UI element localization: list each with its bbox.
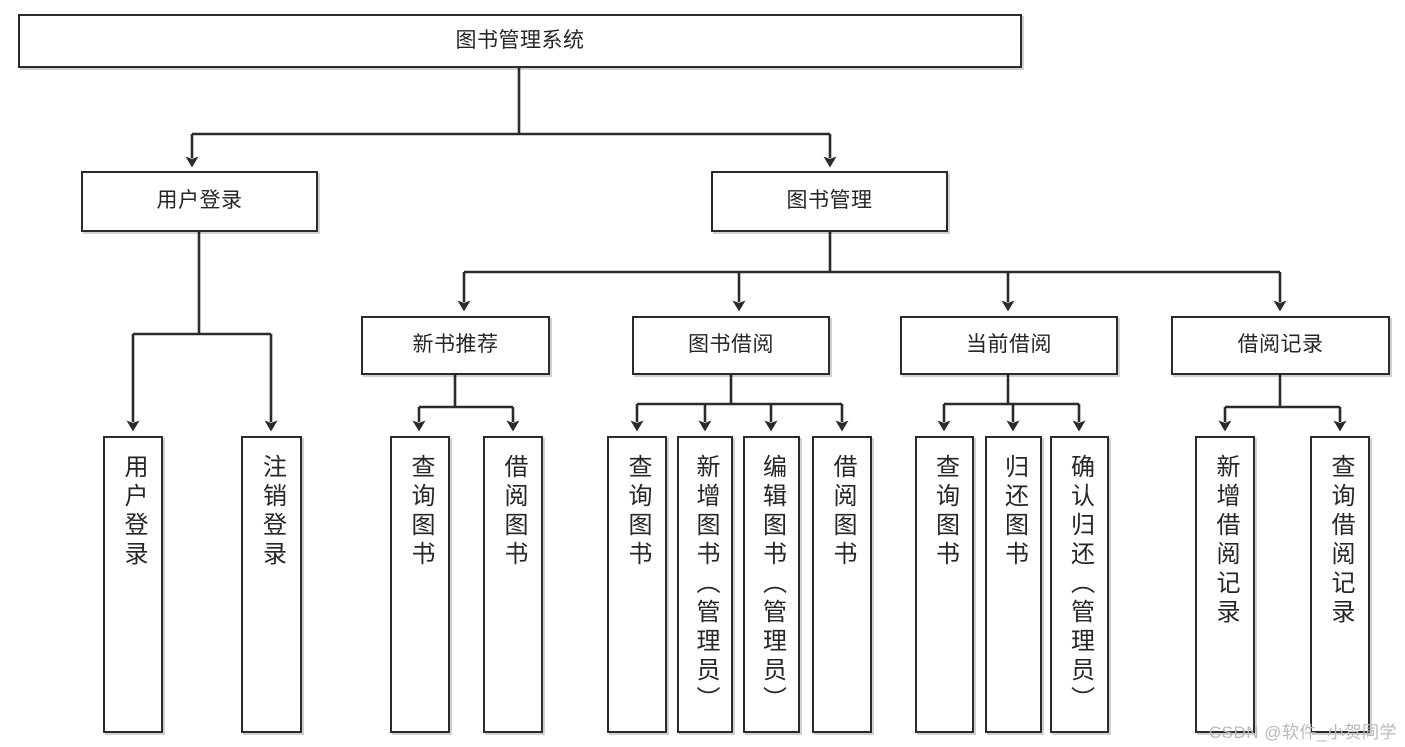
- node-new-book-rec[interactable]: 新书推荐: [361, 316, 550, 375]
- node-leaf-query-record[interactable]: 查询借阅记录: [1310, 436, 1370, 733]
- node-leaf-add-record[interactable]: 新增借阅记录: [1195, 436, 1255, 733]
- node-leaf-logout-label: 注销登录: [258, 454, 286, 570]
- node-leaf-query-book-1-label: 查询图书: [407, 454, 434, 570]
- node-book-borrow[interactable]: 图书借阅: [632, 316, 830, 375]
- node-leaf-query-book-3-label: 查询图书: [931, 454, 959, 570]
- node-leaf-logout[interactable]: 注销登录: [241, 436, 302, 733]
- node-leaf-query-book-1[interactable]: 查询图书: [390, 436, 450, 733]
- node-leaf-query-record-label: 查询借阅记录: [1327, 454, 1354, 628]
- node-leaf-add-book[interactable]: 新增图书（管理员）: [677, 436, 733, 733]
- node-leaf-edit-book[interactable]: 编辑图书（管理员）: [743, 436, 800, 733]
- node-root-label: 图书管理系统: [455, 28, 585, 52]
- node-leaf-return-book[interactable]: 归还图书: [985, 436, 1042, 733]
- node-borrow-record[interactable]: 借阅记录: [1171, 316, 1390, 375]
- node-leaf-query-book-2[interactable]: 查询图书: [607, 436, 667, 733]
- node-user-login-label: 用户登录: [156, 189, 243, 213]
- node-new-book-rec-label: 新书推荐: [412, 333, 499, 357]
- node-leaf-add-book-label: 新增图书（管理员）: [692, 454, 719, 715]
- watermark-text: CSDN @软件_小贺同学: [1208, 723, 1397, 742]
- node-leaf-confirm-return-label: 确认归还（管理员）: [1066, 454, 1094, 715]
- node-leaf-user-login[interactable]: 用户登录: [103, 436, 163, 733]
- node-leaf-user-login-label: 用户登录: [120, 454, 147, 570]
- node-leaf-edit-book-label: 编辑图书（管理员）: [758, 454, 786, 715]
- node-leaf-borrow-book-1[interactable]: 借阅图书: [483, 436, 543, 733]
- node-book-manage-label: 图书管理: [786, 189, 873, 213]
- node-leaf-confirm-return[interactable]: 确认归还（管理员）: [1050, 436, 1109, 733]
- node-leaf-query-book-2-label: 查询图书: [624, 454, 651, 570]
- node-current-borrow-label: 当前借阅: [966, 333, 1052, 357]
- node-root[interactable]: 图书管理系统: [18, 14, 1022, 68]
- node-user-login[interactable]: 用户登录: [81, 171, 318, 232]
- node-leaf-borrow-book-2-label: 借阅图书: [829, 454, 856, 570]
- node-leaf-add-record-label: 新增借阅记录: [1212, 454, 1239, 628]
- node-leaf-borrow-book-2[interactable]: 借阅图书: [812, 436, 872, 733]
- node-book-manage[interactable]: 图书管理: [711, 171, 948, 232]
- node-current-borrow[interactable]: 当前借阅: [900, 316, 1118, 375]
- node-book-borrow-label: 图书借阅: [688, 333, 774, 357]
- node-leaf-borrow-book-1-label: 借阅图书: [500, 454, 527, 570]
- node-borrow-record-label: 借阅记录: [1237, 333, 1324, 357]
- node-leaf-return-book-label: 归还图书: [1000, 454, 1028, 570]
- node-leaf-query-book-3[interactable]: 查询图书: [915, 436, 974, 733]
